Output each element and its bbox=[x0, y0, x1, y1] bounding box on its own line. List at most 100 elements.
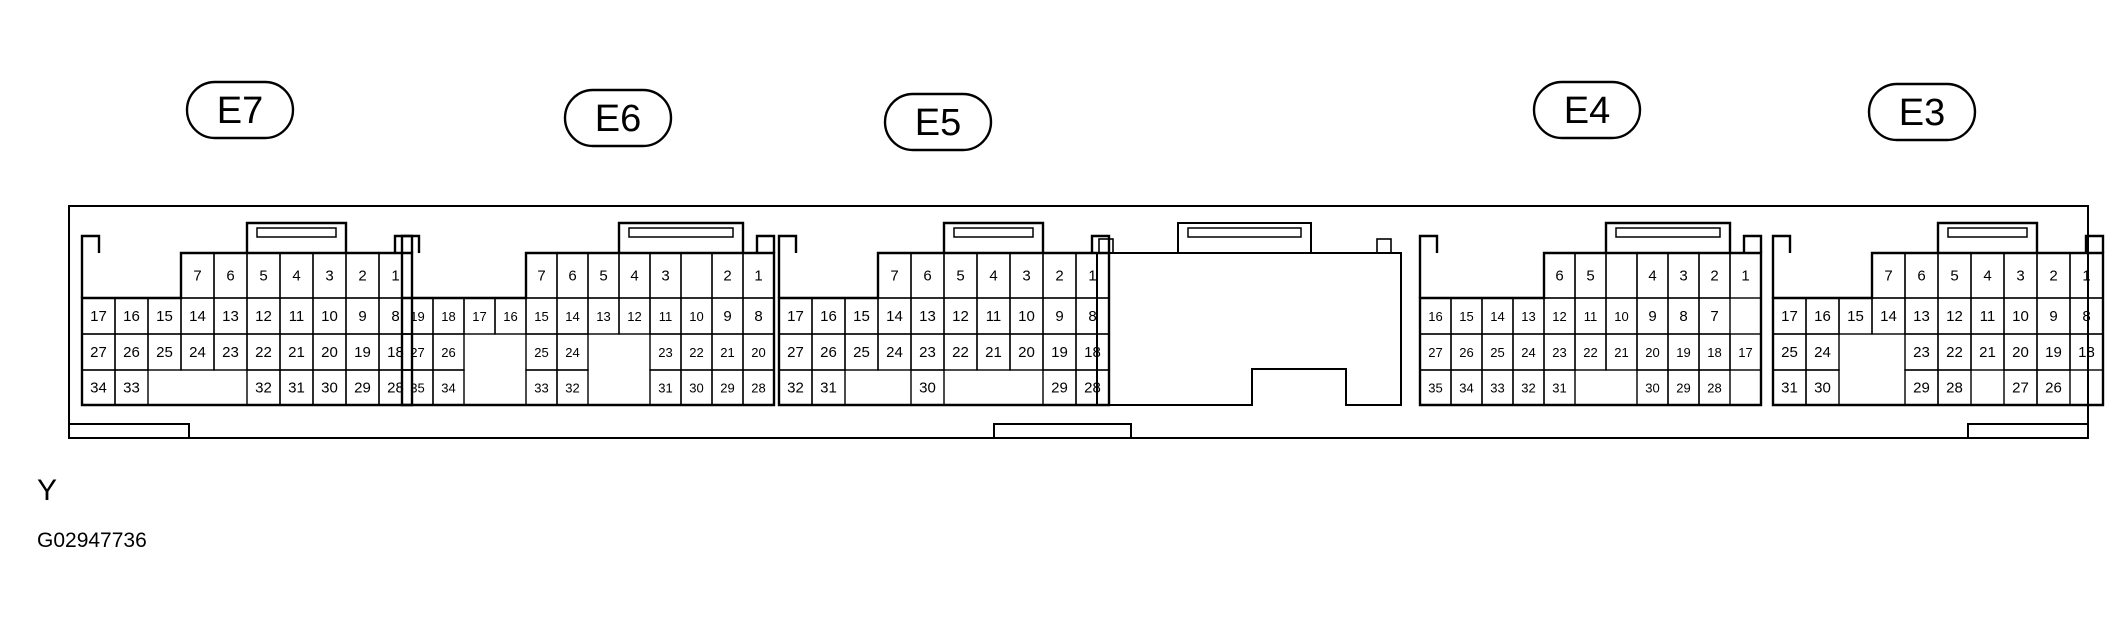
pin-number: 31 bbox=[1552, 381, 1566, 396]
pin-number: 6 bbox=[568, 268, 576, 285]
pin-number: 11 bbox=[986, 308, 1002, 325]
pin-number: 16 bbox=[1428, 309, 1442, 324]
pin-number: 18 bbox=[441, 309, 455, 324]
pin-cell bbox=[1698, 369, 1731, 406]
pin-number: 15 bbox=[1847, 308, 1864, 325]
pin-cell bbox=[1729, 252, 1762, 299]
pin-number: 2 bbox=[1055, 268, 1063, 285]
pin-number: 22 bbox=[952, 344, 969, 361]
pin-number: 1 bbox=[1088, 268, 1096, 285]
pin-number: 32 bbox=[1521, 381, 1535, 396]
connector-name: E4 bbox=[1564, 90, 1610, 132]
pin-number: 3 bbox=[325, 268, 333, 285]
pin-number: 9 bbox=[2049, 308, 2057, 325]
pin-number: 12 bbox=[1552, 309, 1566, 324]
pin-number: 9 bbox=[1648, 308, 1656, 325]
pin-number: 30 bbox=[689, 381, 703, 396]
connector-label-e5: E5 bbox=[883, 92, 993, 152]
pin-number: 5 bbox=[1586, 268, 1594, 285]
pin-number: 26 bbox=[123, 344, 140, 361]
pin-number: 24 bbox=[886, 344, 903, 361]
pin-number: 5 bbox=[1950, 268, 1958, 285]
pin-number: 6 bbox=[226, 268, 234, 285]
housing-foot-right bbox=[1967, 423, 2089, 439]
pin-cell bbox=[1805, 369, 1840, 406]
pin-number: 27 bbox=[1428, 345, 1442, 360]
pin-number: 33 bbox=[123, 380, 140, 397]
pin-number: 13 bbox=[1913, 308, 1930, 325]
pin-number: 3 bbox=[661, 268, 669, 285]
pin-number: 9 bbox=[1055, 308, 1063, 325]
pin-number: 16 bbox=[503, 309, 517, 324]
pin-cell bbox=[1729, 333, 1762, 371]
pin-number: 30 bbox=[1814, 380, 1831, 397]
pin-number: 8 bbox=[2082, 308, 2090, 325]
pin-number: 23 bbox=[919, 344, 936, 361]
connector-name: E7 bbox=[217, 90, 263, 132]
pin-number: 11 bbox=[1980, 308, 1996, 325]
pin-number: 25 bbox=[156, 344, 173, 361]
pin-number: 16 bbox=[1814, 308, 1831, 325]
pin-number: 15 bbox=[156, 308, 173, 325]
pin-cell bbox=[680, 252, 713, 299]
pin-number: 23 bbox=[1552, 345, 1566, 360]
pin-number: 26 bbox=[441, 345, 455, 360]
pin-number: 7 bbox=[890, 268, 898, 285]
pin-number: 34 bbox=[441, 381, 455, 396]
pin-number: 17 bbox=[1781, 308, 1798, 325]
pin-number: 27 bbox=[90, 344, 107, 361]
pin-number: 6 bbox=[923, 268, 931, 285]
pin-number: 34 bbox=[1459, 381, 1473, 396]
pin-number: 22 bbox=[689, 345, 703, 360]
pin-number: 15 bbox=[534, 309, 548, 324]
pin-number: 17 bbox=[1738, 345, 1752, 360]
pin-number: 21 bbox=[720, 345, 734, 360]
pin-number: 3 bbox=[1022, 268, 1030, 285]
pin-cell bbox=[432, 369, 465, 406]
pin-number: 18 bbox=[2078, 344, 2095, 361]
pin-number: 25 bbox=[1490, 345, 1504, 360]
pin-number: 8 bbox=[1679, 308, 1687, 325]
pin-number: 27 bbox=[787, 344, 804, 361]
pin-number: 14 bbox=[1490, 309, 1504, 324]
pin-cell bbox=[1543, 369, 1576, 406]
pin-number: 1 bbox=[1741, 268, 1749, 285]
pin-number: 1 bbox=[754, 268, 762, 285]
pin-number: 20 bbox=[1018, 344, 1035, 361]
pin-number: 26 bbox=[820, 344, 837, 361]
pin-number: 8 bbox=[1088, 308, 1096, 325]
pin-number: 28 bbox=[1707, 381, 1721, 396]
pin-number: 19 bbox=[1051, 344, 1068, 361]
pin-number: 2 bbox=[723, 268, 731, 285]
pin-number: 4 bbox=[630, 268, 638, 285]
pin-number: 31 bbox=[820, 380, 837, 397]
pin-number: 19 bbox=[354, 344, 371, 361]
pin-number: 7 bbox=[1884, 268, 1892, 285]
pin-number: 20 bbox=[751, 345, 765, 360]
pin-number: 25 bbox=[853, 344, 870, 361]
pin-number: 4 bbox=[292, 268, 300, 285]
pin-number: 20 bbox=[2012, 344, 2029, 361]
pin-cell bbox=[2069, 333, 2104, 371]
pin-number: 9 bbox=[723, 308, 731, 325]
pin-number: 34 bbox=[90, 380, 107, 397]
pin-number: 27 bbox=[410, 345, 424, 360]
pin-number: 10 bbox=[1018, 308, 1035, 325]
pin-number: 10 bbox=[1614, 309, 1628, 324]
pin-number: 15 bbox=[853, 308, 870, 325]
pin-number: 28 bbox=[1946, 380, 1963, 397]
pin-number: 14 bbox=[189, 308, 206, 325]
pin-number: 24 bbox=[1814, 344, 1831, 361]
pin-number: 2 bbox=[1710, 268, 1718, 285]
pin-number: 17 bbox=[472, 309, 486, 324]
connector-label-e3: E3 bbox=[1867, 82, 1977, 142]
pin-number: 1 bbox=[2082, 268, 2090, 285]
pin-cell bbox=[811, 369, 846, 406]
pin-number: 8 bbox=[754, 308, 762, 325]
pin-number: 13 bbox=[1521, 309, 1535, 324]
pin-number: 31 bbox=[288, 380, 305, 397]
